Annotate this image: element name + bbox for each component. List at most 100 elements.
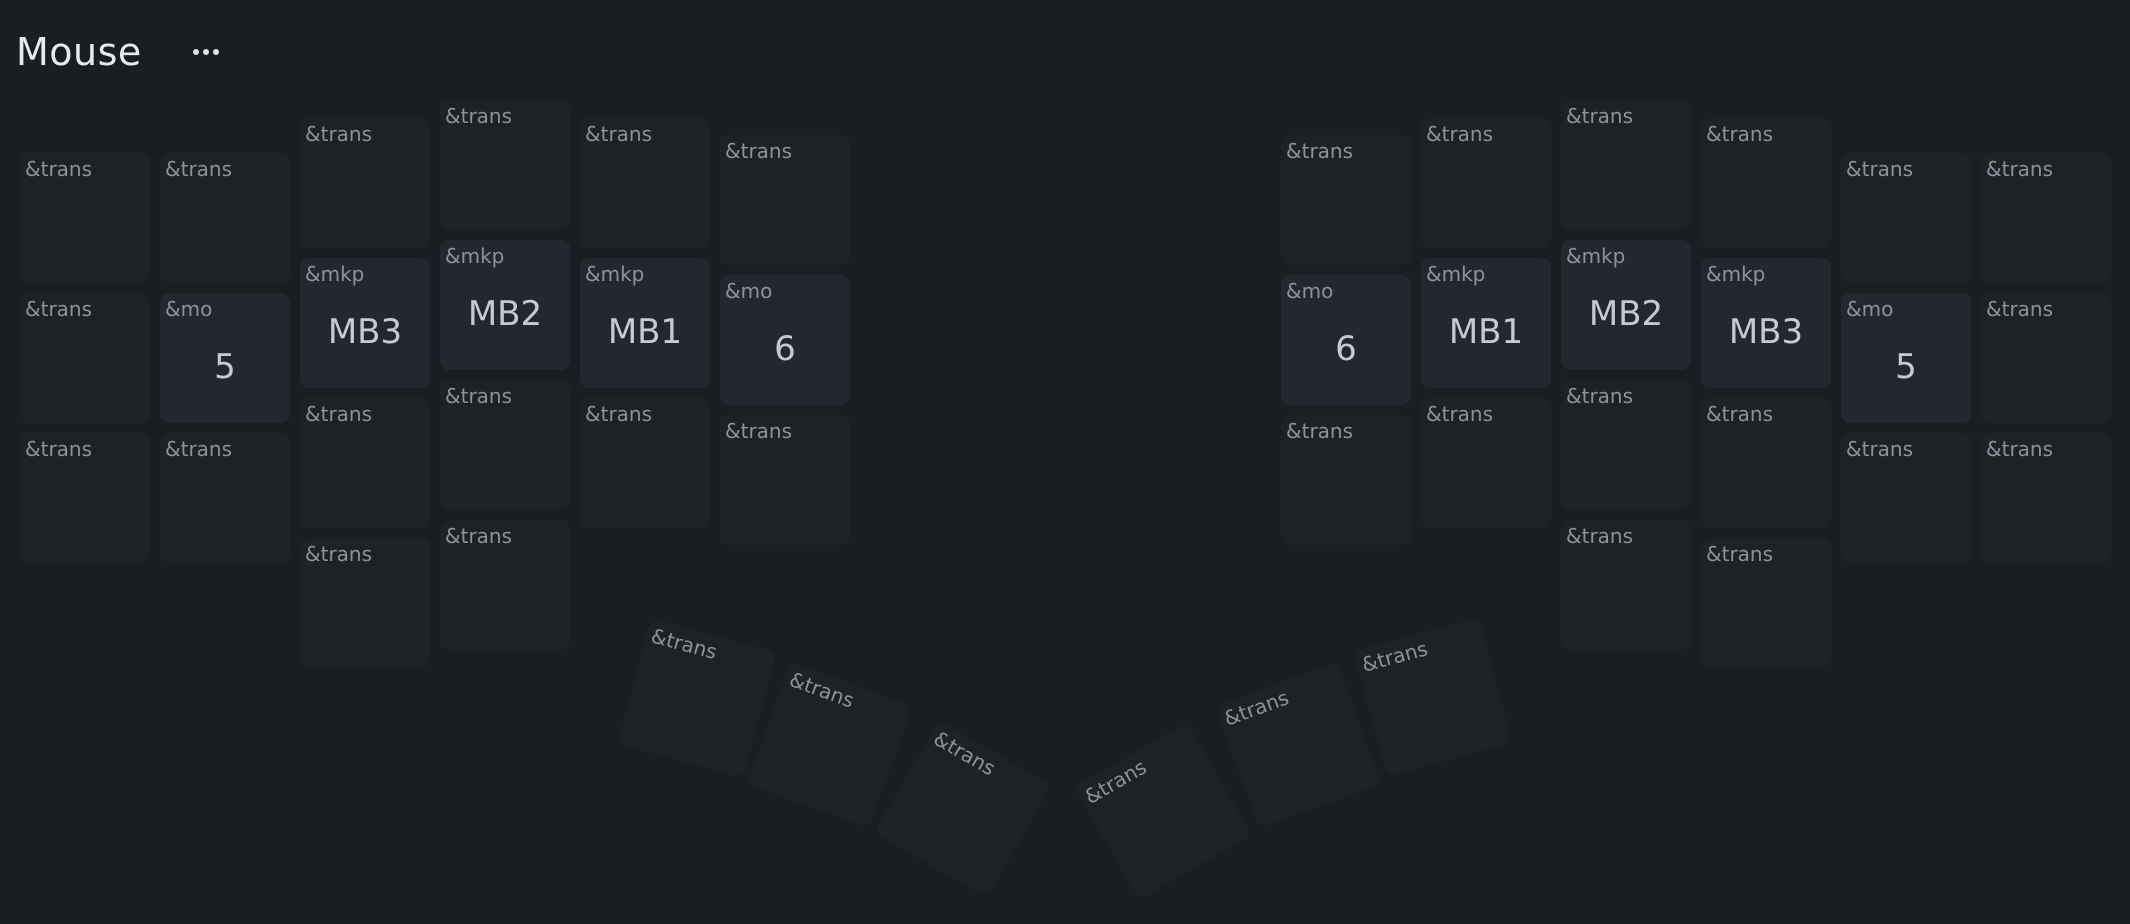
key-binding: &mo [1846,297,1894,321]
key-right-c3-r2[interactable]: &trans [1701,398,1831,528]
key-right-c2-r0[interactable]: &trans [1561,100,1691,230]
key-left-c5-r0[interactable]: &trans [720,135,850,265]
key-binding: &trans [1706,402,1774,426]
key-param: MB3 [1728,312,1804,352]
key-left-c4-r0[interactable]: &trans [580,118,710,248]
key-binding: &trans [1566,384,1634,408]
key-left-c2-r3[interactable]: &trans [300,538,430,668]
key-binding: &mkp [1566,244,1626,268]
key-left-c0-r0[interactable]: &trans [20,153,150,283]
key-param: 5 [1895,347,1917,387]
key-right-thumb-2[interactable]: &trans [1353,617,1513,777]
key-param: MB2 [1588,294,1664,334]
key-binding: &trans [648,623,720,665]
key-binding: &trans [1286,139,1354,163]
layer-menu-button[interactable] [186,32,226,72]
key-binding: &trans [1706,122,1774,146]
key-binding: &trans [786,667,858,713]
more-dots-icon [192,49,219,55]
key-binding: &trans [929,726,1000,781]
key-left-c2-r2[interactable]: &trans [300,398,430,528]
key-binding: &mkp [585,262,645,286]
key-left-thumb-1[interactable]: &trans [746,661,914,829]
key-right-c1-r2[interactable]: &trans [1421,398,1551,528]
key-right-c0-r0[interactable]: &trans [1281,135,1411,265]
key-binding: &trans [1986,157,2054,181]
key-right-c2-r2[interactable]: &trans [1561,380,1691,510]
key-param: 6 [774,329,796,369]
key-binding: &trans [25,437,93,461]
key-right-c5-r0[interactable]: &trans [1981,153,2111,283]
key-param: MB2 [467,294,543,334]
key-binding: &trans [1566,524,1634,548]
key-param: 6 [1335,329,1357,369]
key-binding: &trans [1426,402,1494,426]
key-binding: &trans [725,419,793,443]
key-right-c4-r2[interactable]: &trans [1841,433,1971,563]
key-left-c1-r2[interactable]: &trans [160,433,290,563]
key-param: MB1 [607,312,683,352]
key-binding: &trans [445,524,513,548]
key-param: MB3 [327,312,403,352]
key-param: MB1 [1448,312,1524,352]
key-left-c1-r0[interactable]: &trans [160,153,290,283]
key-right-c3-r0[interactable]: &trans [1701,118,1831,248]
key-binding: &trans [1426,122,1494,146]
key-left-c4-r2[interactable]: &trans [580,398,710,528]
key-binding: &trans [725,139,793,163]
key-binding: &mo [725,279,773,303]
key-binding: &mkp [1706,262,1766,286]
key-right-c3-r3[interactable]: &trans [1701,538,1831,668]
key-right-c5-r2[interactable]: &trans [1981,433,2111,563]
key-binding: &trans [1986,297,2054,321]
key-binding: &trans [305,122,373,146]
key-binding: &trans [165,157,233,181]
key-param [640,661,766,695]
key-binding: &mo [1286,279,1334,303]
key-left-c2-r0[interactable]: &trans [300,118,430,248]
key-binding: &trans [1220,685,1292,731]
key-param [776,703,898,747]
key-left-c0-r2[interactable]: &trans [20,433,150,563]
key-binding: &trans [305,542,373,566]
key-binding: &trans [1359,636,1431,677]
key-right-c2-r3[interactable]: &trans [1561,520,1691,650]
key-binding: &mkp [305,262,365,286]
key-binding: &trans [305,402,373,426]
key-binding: &trans [445,384,513,408]
key-right-c4-r1[interactable]: &mo 5 [1841,293,1971,423]
key-binding: &trans [1706,542,1774,566]
layer-header: Mouse [16,24,226,80]
key-left-c0-r1[interactable]: &trans [20,293,150,423]
key-binding: &trans [1846,437,1914,461]
key-left-c5-r1[interactable]: &mo 6 [720,275,850,405]
key-right-c4-r0[interactable]: &trans [1841,153,1971,283]
key-right-c0-r1[interactable]: &mo 6 [1281,275,1411,405]
key-left-thumb-2[interactable]: &trans [874,720,1052,898]
key-right-thumb-0[interactable]: &trans [1074,722,1252,900]
key-binding: &trans [25,157,93,181]
key-left-c5-r2[interactable]: &trans [720,415,850,545]
key-left-c3-r3[interactable]: &trans [440,520,570,650]
key-binding: &trans [585,402,653,426]
key-binding: &mo [165,297,213,321]
key-binding: &trans [585,122,653,146]
key-left-c3-r2[interactable]: &trans [440,380,570,510]
key-binding: &trans [165,437,233,461]
layer-title: Mouse [16,30,142,74]
key-right-thumb-1[interactable]: &trans [1214,661,1382,829]
key-right-c5-r1[interactable]: &trans [1981,293,2111,423]
key-left-c3-r0[interactable]: &trans [440,100,570,230]
key-binding: &trans [1566,104,1634,128]
key-right-c1-r0[interactable]: &trans [1421,118,1551,248]
key-left-thumb-0[interactable]: &trans [617,618,777,778]
key-right-c0-r2[interactable]: &trans [1281,415,1411,545]
